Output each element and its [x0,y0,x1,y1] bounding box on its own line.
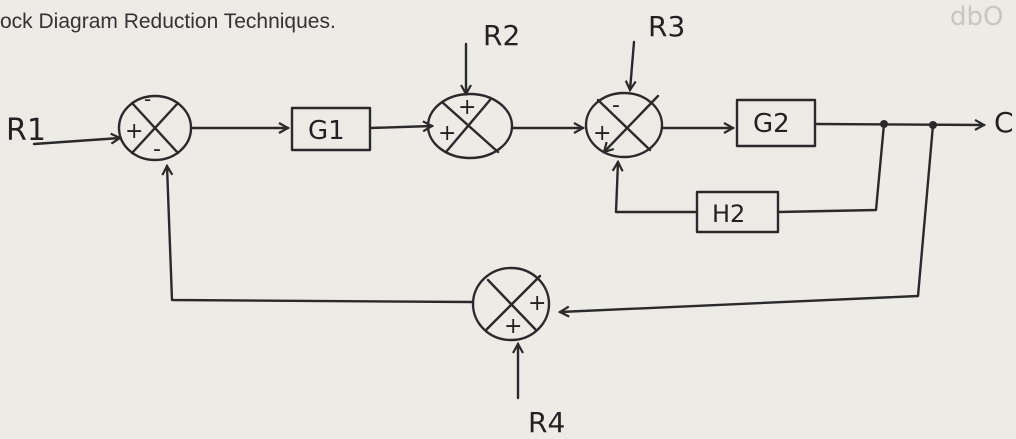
disturbance-label-r4: R4 [528,406,565,439]
s1-sign-top: - [144,87,151,111]
summing-junction-3: - + [584,91,664,159]
summing-junction-2: + + [426,92,514,160]
block-g2: G2 [735,98,817,148]
disturbance-label-r3: R3 [648,10,685,43]
s4-sign-bottom: + [504,314,522,339]
s1-sign-left: + [125,119,143,144]
s3-sign-top: - [612,93,620,118]
block-h2: H2 [695,190,780,234]
s2-sign-left: + [438,121,456,146]
s2-sign-top: + [458,95,476,120]
s4-sign-right: + [528,291,546,316]
block-g1: G1 [290,106,372,152]
input-arrow [32,138,120,146]
faded-watermark-text: dbO [950,2,1004,32]
input-label-r1: R1 [6,113,46,148]
g1-label: G1 [308,116,345,146]
h2-label: H2 [712,200,745,228]
disturbance-label-r2: R2 [483,19,520,52]
output-arrow [813,124,984,125]
feedback-s4-to-s1 [167,166,475,304]
summing-junction-4: + + [471,266,551,342]
s1-sign-bottom: - [153,137,161,162]
page-heading: ock Diagram Reduction Techniques. [0,10,336,33]
summing-junction-1: - + - [117,87,193,162]
outer-feedback-to-s4 [560,123,935,312]
arrow-g1-to-s2 [368,126,432,128]
s3-sign-left: + [593,121,611,146]
h2-feedback-to-s3 [616,162,699,214]
h2-feedback-in [776,122,886,214]
output-label-c: C [994,106,1014,139]
g2-label: G2 [753,109,790,139]
arrow-r3-to-s3 [630,40,634,90]
